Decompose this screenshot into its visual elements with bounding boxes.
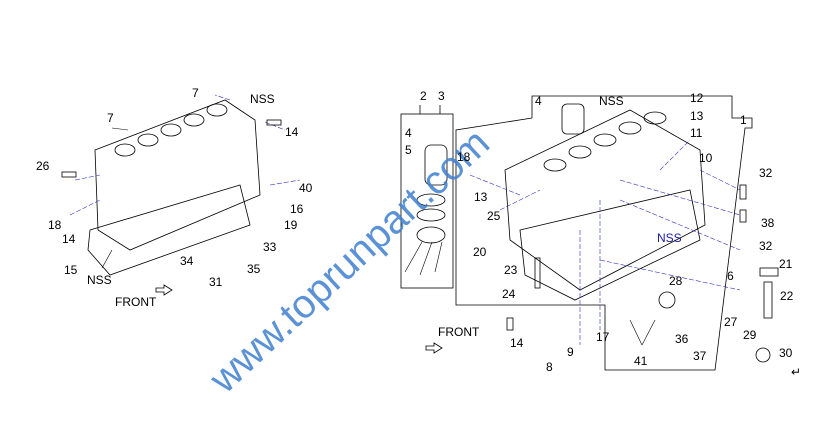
callout-28: 28	[669, 274, 683, 288]
callout-32: 32	[759, 166, 773, 180]
left-oil-pan	[87, 184, 251, 276]
callout-18: 18	[48, 218, 62, 232]
callout-2: 2	[420, 89, 427, 103]
callout-17: 17	[596, 330, 610, 344]
callout-3: 3	[438, 89, 445, 103]
callout-26: 26	[36, 159, 50, 173]
callout-38: 38	[761, 216, 775, 230]
block-group-outline	[455, 95, 753, 371]
callout-40: 40	[299, 181, 313, 195]
callout-13: 13	[474, 190, 488, 204]
callout-14: 14	[285, 125, 299, 139]
callout-32: 32	[759, 239, 773, 253]
callout-20: 20	[473, 245, 487, 259]
callout-4: 4	[535, 94, 542, 108]
front-arrow-left	[155, 284, 173, 296]
callout-12: 12	[690, 91, 704, 105]
callout-16: 16	[290, 202, 304, 216]
front-label: FRONT	[115, 295, 157, 309]
callout-41: 41	[634, 354, 648, 368]
callout-21: 21	[779, 257, 793, 271]
callout-11: 11	[690, 126, 703, 140]
callout-33: 33	[263, 240, 277, 254]
left-cylinder-block	[94, 99, 261, 251]
callout-7: 7	[192, 86, 199, 100]
front-arrow-right	[425, 342, 443, 354]
callout-14: 14	[62, 232, 76, 246]
piston-group-box	[400, 113, 454, 289]
callout-14: 14	[510, 336, 524, 350]
callout-31: 31	[209, 275, 223, 289]
callout-35: 35	[247, 262, 261, 276]
callout-25: 25	[487, 209, 501, 223]
bolts	[61, 119, 779, 363]
callout-37: 37	[693, 349, 707, 363]
callout-nss: NSS	[87, 273, 112, 287]
callout-10: 10	[699, 151, 713, 165]
right-lower-block	[519, 189, 701, 301]
callout-nss: NSS	[657, 231, 682, 245]
left-cylinder-bores	[114, 103, 228, 157]
callout-13: 13	[690, 109, 704, 123]
callout-nss: NSS	[250, 92, 275, 106]
callout-19: 19	[284, 218, 298, 232]
right-cylinder-block	[504, 109, 706, 291]
callout-9: 9	[567, 345, 574, 359]
callout-6: 6	[727, 269, 734, 283]
callout-22: 22	[780, 289, 794, 303]
callout-30: 30	[779, 346, 793, 360]
callout-5: 5	[405, 143, 412, 157]
callout-1: 1	[740, 113, 747, 127]
callout-23: 23	[504, 263, 518, 277]
front-label: FRONT	[438, 325, 480, 339]
callout-18: 18	[457, 150, 471, 164]
callout-34: 34	[180, 254, 194, 268]
callout-27: 27	[724, 315, 738, 329]
callout-nss: NSS	[599, 94, 624, 108]
callout-4: 4	[405, 126, 412, 140]
callout-8: 8	[546, 360, 553, 374]
callout-15: 15	[64, 263, 78, 277]
callout-36: 36	[675, 332, 689, 346]
callout-29: 29	[743, 328, 757, 342]
callout-7: 7	[107, 111, 114, 125]
callout-24: 24	[502, 287, 516, 301]
return-mark: ↵	[791, 365, 802, 379]
right-cylinder-bores	[543, 111, 667, 172]
